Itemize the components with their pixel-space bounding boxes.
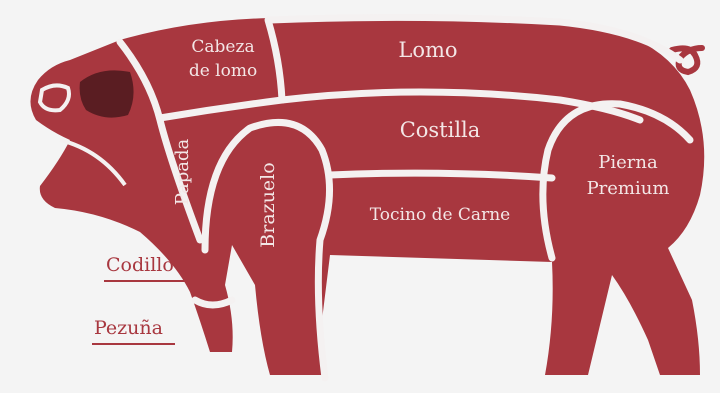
label-papada: Papada <box>172 138 193 205</box>
label-pezuna: Pezuña <box>94 317 163 339</box>
eye-icon <box>80 70 134 117</box>
label-brazuelo: Brazuelo <box>257 162 279 247</box>
label-cabeza-line1: Cabeza <box>191 37 254 57</box>
label-pierna-line2: Premium <box>587 178 670 199</box>
label-codillo: Codillo <box>106 254 174 276</box>
external-labels: Codillo Pezuña <box>92 254 186 344</box>
label-tocino: Tocino de Carne <box>370 205 510 225</box>
label-cabeza-line2: de lomo <box>189 61 257 81</box>
label-lomo: Lomo <box>398 38 457 62</box>
label-pierna-line1: Pierna <box>598 152 658 173</box>
label-costilla: Costilla <box>400 118 481 142</box>
